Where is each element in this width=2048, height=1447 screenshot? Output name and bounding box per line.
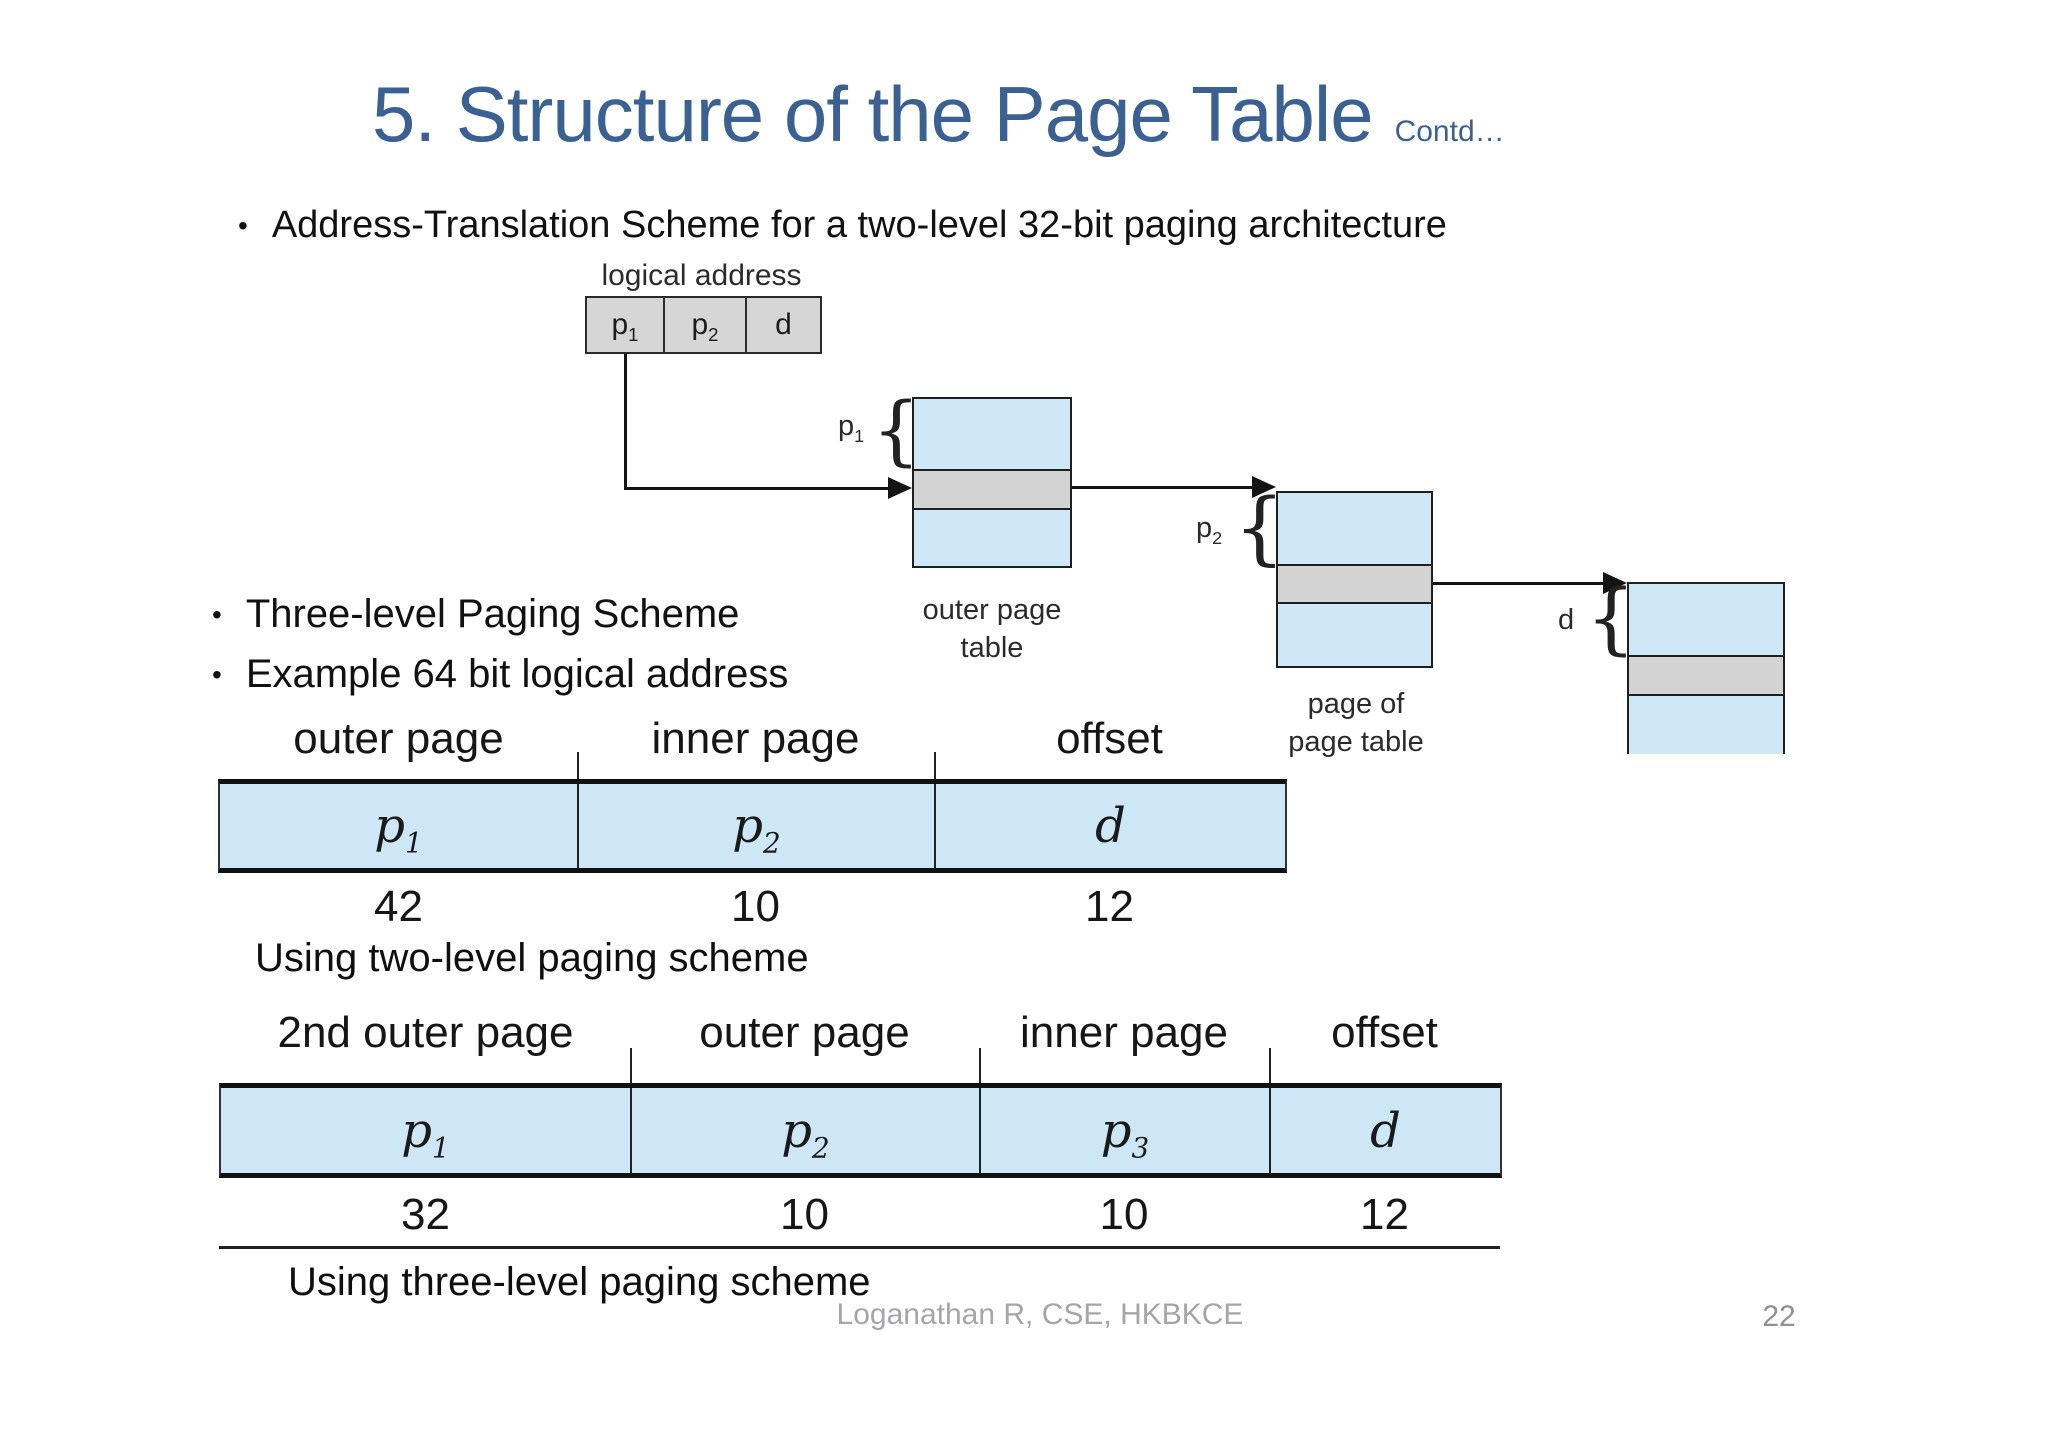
header-tick	[979, 1048, 981, 1083]
header-tick	[577, 752, 579, 782]
outer-table-selected-entry	[914, 469, 1070, 510]
three-level-bits-inner: 10	[1099, 1190, 1149, 1239]
bullet-dot: •	[212, 658, 222, 690]
two-level-cell-d: d	[934, 784, 1285, 868]
two-level-cell-p2: p2	[577, 784, 934, 868]
logical-cell-p2: p2	[663, 298, 747, 352]
diagram-p1-label: p1	[838, 410, 865, 446]
page-table-bottom-section	[1278, 604, 1431, 666]
target-frame-box	[1627, 582, 1785, 754]
bullet-text: Three-level Paging Scheme	[245, 592, 740, 636]
brace-d-icon: {	[1586, 574, 1636, 664]
frame-selected-entry	[1629, 655, 1783, 696]
header-tick	[1269, 1048, 1271, 1083]
diagram-d-label: d	[1558, 604, 1575, 636]
two-level-bits-inner: 10	[731, 882, 780, 931]
page-table-selected-entry	[1278, 564, 1431, 604]
title-contd: Contd…	[1394, 115, 1505, 148]
three-level-caption: Using three-level paging scheme	[288, 1260, 871, 1304]
arrow-right-icon	[888, 477, 912, 499]
arrow-right-icon	[1252, 476, 1276, 498]
three-level-header-2nd-outer: 2nd outer page	[277, 1008, 574, 1057]
two-level-cell-p1: p1	[374, 798, 423, 860]
three-level-bitfield-row: p1 p2 p3 d	[219, 1083, 1502, 1178]
brace-p1-icon: {	[872, 385, 921, 474]
bullet-address-translation: • Address-Translation Scheme for a two-l…	[238, 204, 1447, 247]
bullet-dot: •	[238, 209, 248, 241]
three-level-cell-p1: p1	[401, 1102, 450, 1165]
page-of-page-table-label: page of page table	[1288, 688, 1424, 758]
three-level-bits-2nd-outer: 32	[401, 1190, 450, 1239]
title-text: 5. Structure of the Page Table	[372, 70, 1374, 158]
footer-credit: Loganathan R, CSE, HKBKCE	[836, 1298, 1244, 1331]
logical-cell-d: d	[775, 308, 792, 341]
bullet-three-level: • Three-level Paging Scheme	[212, 592, 739, 637]
three-level-bits-outer: 10	[780, 1190, 829, 1239]
page-of-page-table-box	[1276, 491, 1433, 668]
page-table-top-section	[1278, 493, 1431, 564]
three-level-underline	[219, 1246, 1500, 1249]
connector-p1-horizontal	[624, 487, 890, 490]
connector-page-to-frame	[1433, 582, 1605, 585]
bullet-example-64bit: • Example 64 bit logical address	[212, 652, 788, 697]
two-level-header-offset: offset	[1056, 714, 1163, 763]
frame-top-section	[1629, 584, 1783, 655]
three-level-header-inner: inner page	[1020, 1008, 1228, 1057]
page-number: 22	[1762, 1300, 1796, 1333]
logical-cell-p1: p1	[611, 308, 639, 345]
outer-page-table-box	[912, 397, 1072, 568]
three-level-header-offset: offset	[1331, 1008, 1438, 1057]
three-level-bits-offset: 12	[1360, 1190, 1409, 1239]
outer-page-table-label: outer page table	[922, 594, 1062, 664]
bullet-text: Example 64 bit logical address	[245, 652, 789, 696]
two-level-header-outer: outer page	[293, 714, 504, 763]
two-level-bits-outer: 42	[374, 882, 423, 931]
logical-address-box: p1 p2 d	[585, 296, 822, 354]
three-level-cell-p2: p2	[630, 1088, 979, 1173]
three-level-cell-p3: p3	[979, 1088, 1269, 1173]
two-level-caption: Using two-level paging scheme	[255, 936, 809, 980]
two-level-bits-offset: 12	[1085, 882, 1134, 931]
header-tick	[934, 752, 936, 782]
three-level-cell-d: d	[1269, 1088, 1500, 1173]
brace-p2-icon: {	[1234, 481, 1285, 574]
arrow-right-icon	[1603, 572, 1627, 594]
outer-table-bottom-section	[914, 510, 1070, 566]
connector-outer-to-page	[1072, 486, 1254, 489]
connector-p1-vertical	[624, 354, 627, 490]
frame-bottom-section	[1629, 696, 1783, 754]
bullet-dot: •	[212, 598, 222, 630]
diagram-p2-label: p2	[1196, 512, 1223, 548]
three-level-header-outer: outer page	[699, 1008, 910, 1057]
header-tick	[630, 1048, 632, 1083]
two-level-header-inner: inner page	[651, 714, 860, 763]
page-title: 5. Structure of the Page Table Contd…	[372, 70, 1505, 158]
bullet-text: Address-Translation Scheme for a two-lev…	[271, 204, 1447, 246]
two-level-bitfield-row: p1 p2 d	[218, 779, 1287, 873]
logical-address-label: logical address	[601, 259, 802, 292]
outer-table-top-section	[914, 399, 1070, 469]
